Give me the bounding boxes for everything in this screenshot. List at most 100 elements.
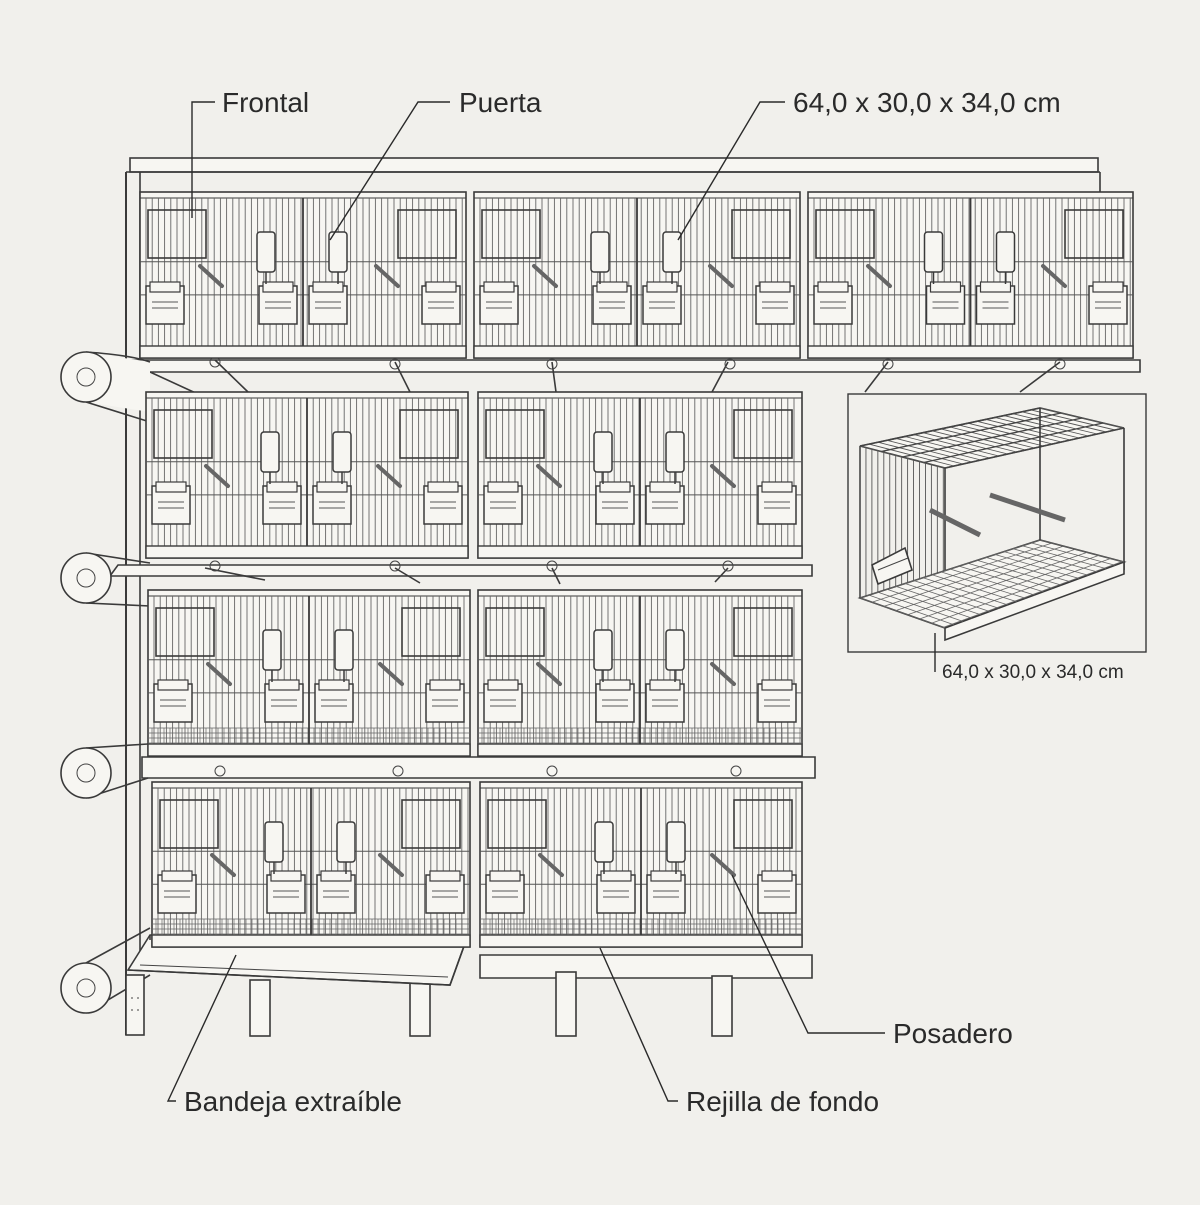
- feeder: [925, 281, 966, 325]
- label-dimensions-top: 64,0 x 30,0 x 34,0 cm: [677, 87, 1061, 241]
- label-rejilla-text: Rejilla de fondo: [686, 1086, 879, 1117]
- feeder: [151, 481, 191, 525]
- feeder: [483, 679, 523, 723]
- label-dimensions-inset: 64,0 x 30,0 x 34,0 cm: [942, 662, 1124, 683]
- feeder: [757, 870, 797, 914]
- feeder: [423, 481, 463, 525]
- feeder: [813, 281, 853, 325]
- perch: [376, 464, 402, 488]
- paper-roll-3: [60, 743, 149, 799]
- perch: [710, 662, 736, 686]
- feeder: [145, 281, 185, 325]
- feeder: [757, 679, 797, 723]
- feeder: [592, 281, 632, 325]
- perch: [210, 853, 236, 877]
- feeder: [755, 281, 795, 325]
- shelf-tier-1: [98, 359, 1141, 396]
- perch: [198, 264, 224, 288]
- perch: [708, 264, 734, 288]
- perch: [204, 464, 230, 488]
- feeder: [1088, 281, 1128, 325]
- water-bottle: [593, 431, 613, 484]
- rack-legs: [125, 971, 733, 1037]
- water-bottle: [593, 629, 613, 682]
- perch: [532, 264, 558, 288]
- water-bottle: [594, 821, 614, 874]
- feeder: [595, 481, 635, 525]
- feeder: [157, 870, 197, 914]
- water-bottle: [334, 629, 354, 682]
- cage: [477, 589, 803, 757]
- cage: [139, 191, 467, 359]
- water-bottle: [328, 231, 348, 284]
- water-bottle: [590, 231, 610, 284]
- label-puerta-text: Puerta: [459, 87, 542, 118]
- cage: [151, 781, 471, 948]
- label-rejilla: Rejilla de fondo: [599, 947, 879, 1117]
- perch: [378, 853, 404, 877]
- feeder: [485, 870, 525, 914]
- feeder: [421, 281, 461, 325]
- water-bottle: [332, 431, 352, 484]
- feeder: [316, 870, 356, 914]
- cage: [145, 391, 469, 559]
- feeder: [596, 870, 636, 914]
- feeder: [595, 679, 635, 723]
- perch: [378, 662, 404, 686]
- water-bottle: [665, 629, 685, 682]
- perch: [710, 853, 736, 877]
- water-bottle: [665, 431, 685, 484]
- paper-roll-1: [60, 351, 151, 423]
- perch: [536, 662, 562, 686]
- feeder: [975, 281, 1016, 325]
- perch: [206, 662, 232, 686]
- label-frontal: Frontal: [191, 87, 309, 218]
- feeder: [757, 481, 797, 525]
- inset-roof-wires: [859, 407, 1125, 469]
- water-bottle: [995, 231, 1016, 284]
- perch: [536, 464, 562, 488]
- label-frontal-text: Frontal: [222, 87, 309, 118]
- cage: [477, 391, 803, 559]
- feeder: [425, 679, 465, 723]
- label-posadero: Posadero: [731, 874, 1013, 1049]
- feeder: [479, 281, 519, 325]
- label-bandeja: Bandeja extraíble: [166, 954, 402, 1117]
- water-bottle: [264, 821, 284, 874]
- water-bottle: [662, 231, 682, 284]
- perch: [710, 464, 736, 488]
- feeder: [645, 481, 685, 525]
- water-bottle: [336, 821, 356, 874]
- feeder: [314, 679, 354, 723]
- water-bottle: [923, 231, 944, 284]
- water-bottle: [260, 431, 280, 484]
- shelf-tier-3: [141, 756, 816, 779]
- feeder: [153, 679, 193, 723]
- cage: [473, 191, 801, 359]
- perch: [374, 264, 400, 288]
- label-dimensions-top-text: 64,0 x 30,0 x 34,0 cm: [793, 87, 1061, 118]
- feeder: [258, 281, 298, 325]
- water-bottle: [262, 629, 282, 682]
- label-posadero-text: Posadero: [893, 1018, 1013, 1049]
- feeder: [645, 679, 685, 723]
- inset-floor-grid: [859, 539, 1125, 629]
- label-bandeja-text: Bandeja extraíble: [184, 1086, 402, 1117]
- feeder: [264, 679, 304, 723]
- feeder: [642, 281, 682, 325]
- feeder: [262, 481, 302, 525]
- cage: [479, 781, 803, 948]
- paper-roll-2: [60, 552, 151, 607]
- feeder: [266, 870, 306, 914]
- shelf-brackets: [149, 356, 1066, 777]
- perch: [538, 853, 564, 877]
- water-bottle: [666, 821, 686, 874]
- cage: [807, 191, 1134, 359]
- label-dimensions-inset-text: 64,0 x 30,0 x 34,0 cm: [942, 662, 1124, 683]
- perch: [1041, 264, 1067, 288]
- shelf-tier-4-base: [479, 954, 813, 979]
- shelf-tier-2: [108, 564, 813, 577]
- feeder: [312, 481, 352, 525]
- cage-units: [139, 191, 1134, 948]
